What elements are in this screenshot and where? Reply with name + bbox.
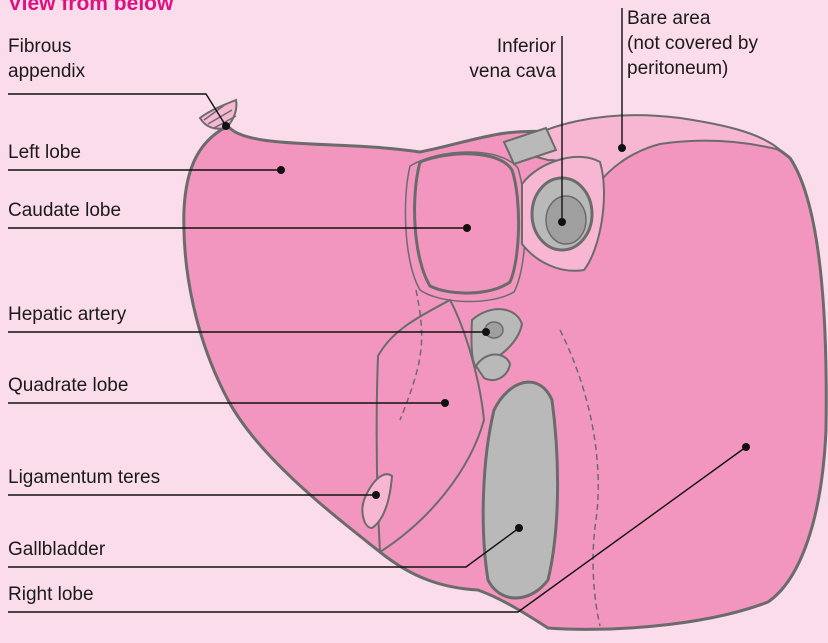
label-bare-area-line2: (not covered by bbox=[627, 31, 758, 56]
inferior-vena-cava-lumen bbox=[546, 196, 586, 244]
label-bare-area: Bare area (not covered by peritoneum) bbox=[627, 6, 758, 81]
caudate-lobe-shape bbox=[415, 154, 519, 293]
label-inferior-vena-cava: Inferior vena cava bbox=[469, 34, 556, 84]
label-fibrous-appendix: Fibrous appendix bbox=[8, 34, 85, 84]
point-inferior-vena-cava bbox=[558, 218, 566, 226]
label-bare-area-line1: Bare area bbox=[627, 6, 758, 31]
label-gallbladder: Gallbladder bbox=[8, 537, 105, 562]
point-fibrous-appendix bbox=[222, 122, 230, 130]
label-bare-area-line3: peritoneum) bbox=[627, 56, 758, 81]
point-bare-area bbox=[618, 144, 626, 152]
label-caudate-lobe: Caudate lobe bbox=[8, 198, 121, 223]
point-gallbladder bbox=[515, 524, 523, 532]
point-right-lobe bbox=[742, 443, 750, 451]
label-inferior-vena-cava-line2: vena cava bbox=[469, 59, 556, 84]
label-fibrous-appendix-line1: Fibrous bbox=[8, 34, 85, 59]
label-left-lobe: Left lobe bbox=[8, 140, 81, 165]
label-fibrous-appendix-line2: appendix bbox=[8, 59, 85, 84]
label-quadrate-lobe: Quadrate lobe bbox=[8, 373, 128, 398]
gallbladder-shape bbox=[483, 382, 557, 598]
liver-illustration bbox=[184, 100, 826, 629]
point-ligamentum-teres bbox=[372, 491, 380, 499]
label-right-lobe: Right lobe bbox=[8, 582, 94, 607]
point-quadrate-lobe bbox=[441, 399, 449, 407]
label-ligamentum-teres: Ligamentum teres bbox=[8, 465, 160, 490]
label-hepatic-artery: Hepatic artery bbox=[8, 302, 126, 327]
point-hepatic-artery bbox=[482, 328, 490, 336]
point-left-lobe bbox=[277, 166, 285, 174]
point-caudate-lobe bbox=[463, 224, 471, 232]
leader-fibrous-appendix bbox=[8, 94, 226, 126]
label-inferior-vena-cava-line1: Inferior bbox=[469, 34, 556, 59]
